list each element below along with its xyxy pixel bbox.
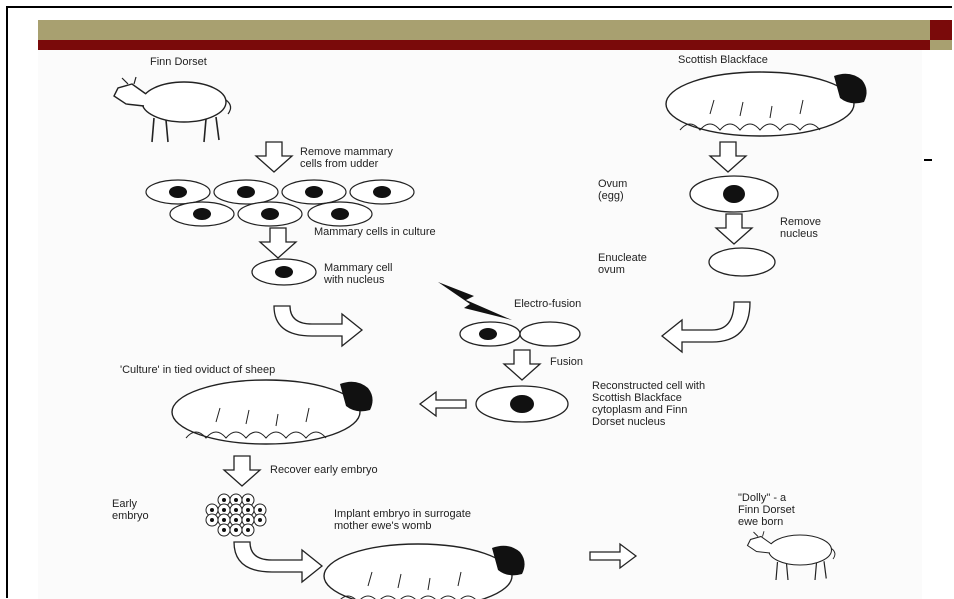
remove-mammary-label: Remove mammary cells from udder [300,146,393,170]
reconstructed-cell-label: Reconstructed cell with Scottish Blackfa… [592,380,705,428]
dolly-lamb-icon [748,531,835,580]
early-embryo-label: Early embryo [112,498,149,522]
down-arrow-icon [260,228,296,258]
edge-dash [924,159,932,161]
left-arrow-icon [420,392,466,416]
mammary-culture-label: Mammary cells in culture [314,226,436,238]
down-arrow-icon [710,142,746,172]
down-arrow-icon [504,350,540,380]
dolly-cloning-diagram: Finn Dorset Scottish Blackface Remove ma… [38,50,922,599]
scottish-blackface-label: Scottish Blackface [678,54,768,66]
down-arrow-icon [224,456,260,486]
surrogate-mother-sheep-icon [324,544,525,599]
title-band [38,20,930,40]
down-arrow-icon [256,142,292,172]
recover-embryo-label: Recover early embryo [270,464,378,476]
title-underline-band [38,40,930,50]
down-arrow-icon [716,214,752,244]
curved-arrow-left-icon [662,302,750,352]
culture-oviduct-label: 'Culture' in tied oviduct of sheep [120,364,275,376]
enucleate-ovum-label: Enucleate ovum [598,252,647,276]
mammary-cell-label: Mammary cell with nucleus [324,262,392,286]
curved-arrow-right-icon [274,306,362,346]
right-arrow-icon [590,544,636,568]
ovum-label: Ovum (egg) [598,178,627,202]
corner-accent-olive [930,40,952,50]
electric-spark-icon [438,282,512,320]
enucleate-ovum-cell [709,248,775,276]
dolly-label: "Dolly" - a Finn Dorset ewe born [738,492,795,528]
implant-label: Implant embryo in surrogate mother ewe's… [334,508,471,532]
mammary-culture-cells [146,180,414,226]
fusion-label: Fusion [550,356,583,368]
remove-nucleus-label: Remove nucleus [780,216,821,240]
curved-arrow-right-icon [234,542,322,582]
finn-dorset-sheep-icon [114,77,231,142]
electro-fusion-label: Electro-fusion [514,298,581,310]
scottish-blackface-sheep-icon [666,72,867,136]
finn-dorset-label: Finn Dorset [150,56,207,68]
corner-accent-red [930,20,952,40]
oviduct-culture-sheep-icon [172,380,373,444]
